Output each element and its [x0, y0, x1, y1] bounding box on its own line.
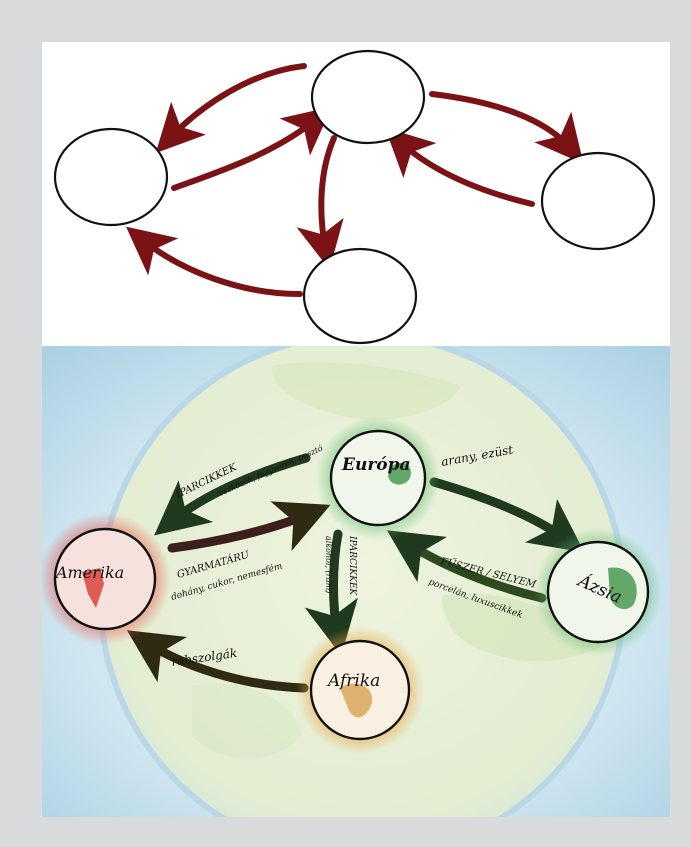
trade-map-svg: Amerika Európa Ázsia Afrika IPARCIKKEK e…: [42, 346, 670, 817]
trade-map-illustration: Amerika Európa Ázsia Afrika IPARCIKKEK e…: [42, 346, 670, 817]
blank-node-top: [310, 49, 426, 145]
flow-label-europe-africa-title: IPARCIKKEK: [347, 535, 357, 597]
flow-label-europe-africa-goods: alkohol, (rum): [324, 536, 333, 593]
node-america: [53, 527, 157, 631]
blank-node-left: [53, 127, 169, 227]
asia-continent-icon: [608, 567, 637, 610]
node-europe: [329, 429, 427, 527]
blank-node-bottom: [302, 247, 418, 345]
blank-diagram-svg: [53, 49, 656, 345]
label-europe: Európa: [341, 455, 411, 475]
europe-continent-icon: [388, 462, 411, 485]
continent-shape-north: [272, 362, 462, 420]
arrow-africa-to-america: [126, 630, 309, 693]
blank-trade-diagram: [42, 42, 670, 346]
blank-node-right: [540, 151, 656, 251]
arrow-europe-to-africa: [304, 529, 358, 656]
arrow-top-to-bottom: [296, 135, 344, 270]
arrow-right-to-top: [384, 127, 535, 207]
africa-continent-icon: [340, 683, 373, 718]
arrow-left-to-top: [171, 106, 332, 191]
arrow-top-to-right: [429, 91, 584, 164]
america-continent-icon: [82, 568, 104, 608]
arrow-europe-to-america: [154, 453, 311, 536]
arrow-asia-to-europe: [386, 530, 547, 603]
arrow-america-to-europe: [167, 501, 331, 553]
continent-shape-south: [192, 683, 302, 759]
arrow-europe-to-asia: [429, 477, 585, 553]
label-america: Amerika: [54, 563, 124, 582]
arrow-top-to-left: [155, 63, 307, 154]
label-africa: Afrika: [326, 671, 380, 691]
node-asia: [546, 540, 650, 644]
arrow-bottom-to-left: [126, 226, 303, 297]
